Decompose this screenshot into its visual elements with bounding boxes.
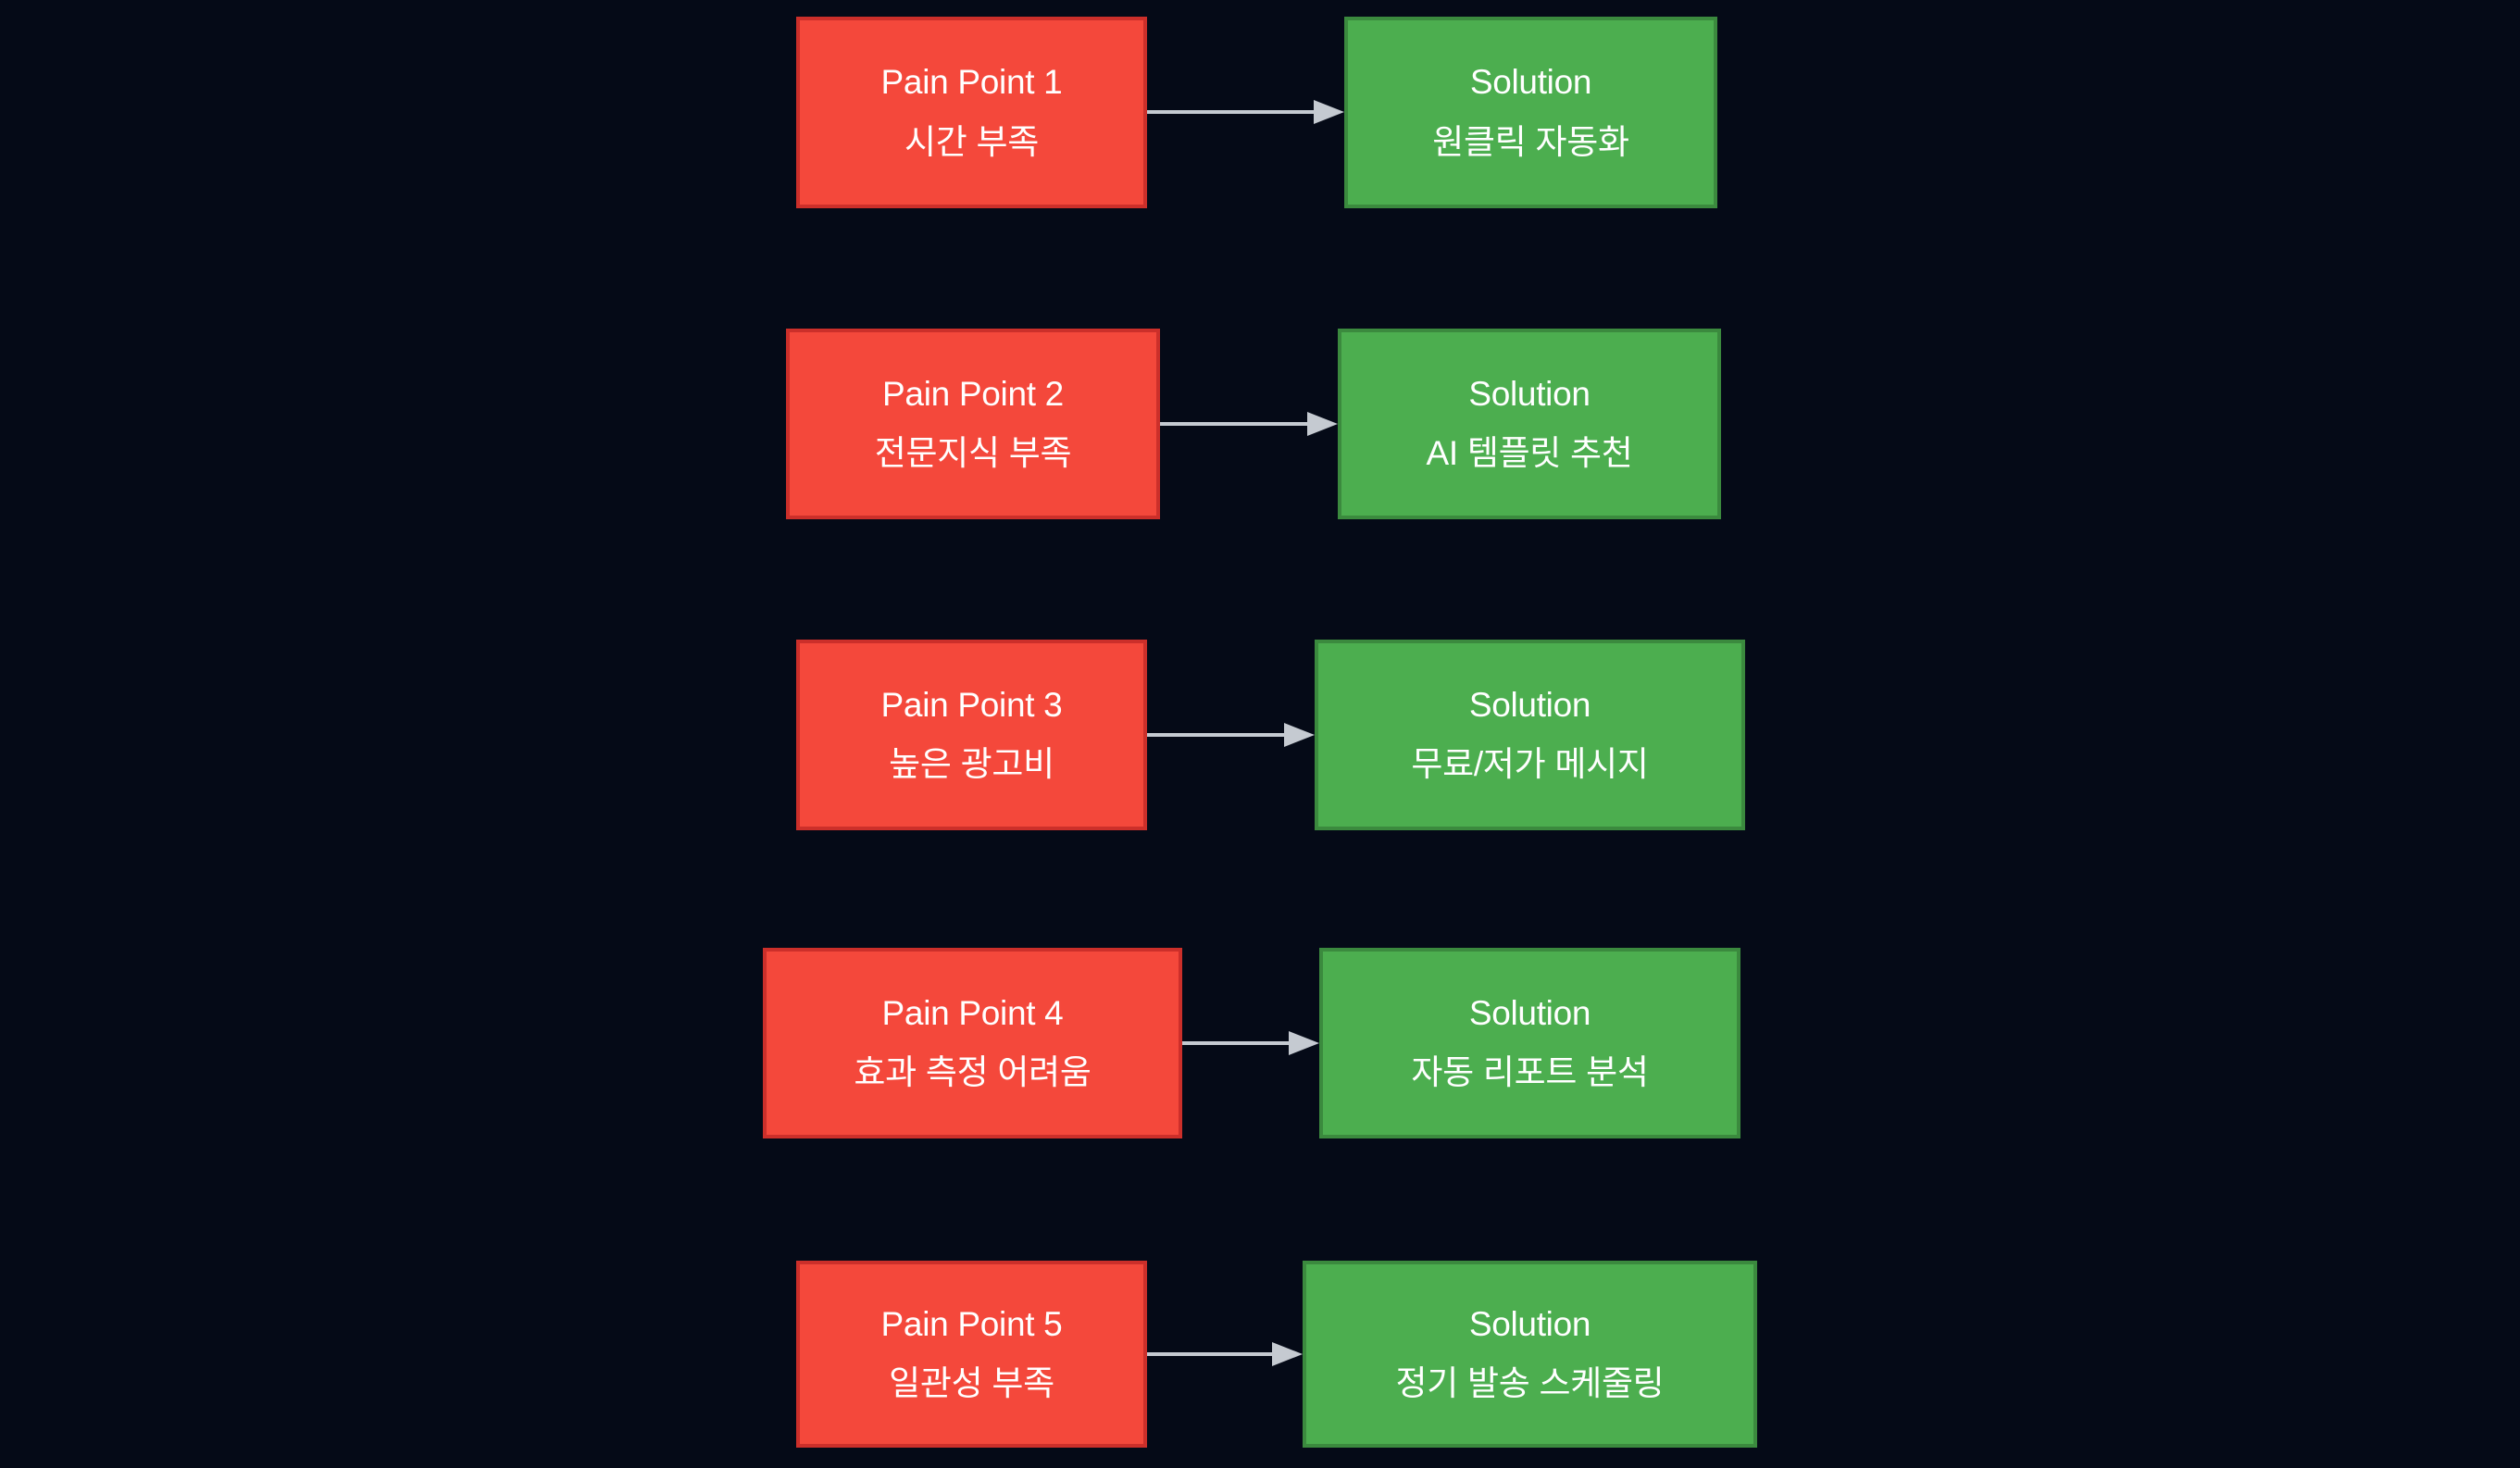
solution-box[interactable]: Solution AI 템플릿 추천 (1338, 329, 1721, 519)
flow-row: Pain Point 3 높은 광고비 Solution 무료/저가 메시지 (0, 640, 2520, 830)
solution-subtitle: 자동 리포트 분석 (1411, 1053, 1649, 1091)
pain-point-box[interactable]: Pain Point 2 전문지식 부족 (786, 329, 1160, 519)
flow-row: Pain Point 4 효과 측정 어려움 Solution 자동 리포트 분… (0, 948, 2520, 1138)
arrow-head-icon (1314, 100, 1344, 124)
pain-point-subtitle: 높은 광고비 (889, 745, 1054, 783)
solution-box[interactable]: Solution 정기 발송 스케줄링 (1303, 1261, 1757, 1448)
pain-point-box[interactable]: Pain Point 1 시간 부족 (796, 17, 1147, 208)
arrow-head-icon (1289, 1031, 1319, 1055)
pain-point-title: Pain Point 2 (882, 374, 1064, 413)
flow-arrow (1147, 723, 1315, 747)
solution-title: Solution (1468, 374, 1591, 413)
solution-title: Solution (1468, 1304, 1591, 1343)
solution-title: Solution (1468, 993, 1591, 1032)
pain-point-subtitle: 시간 부족 (904, 122, 1039, 161)
pain-point-box[interactable]: Pain Point 3 높은 광고비 (796, 640, 1147, 830)
solution-box[interactable]: Solution 원클릭 자동화 (1344, 17, 1717, 208)
flow-arrow (1147, 100, 1344, 124)
solution-title: Solution (1469, 63, 1592, 102)
pain-point-title: Pain Point 5 (880, 1304, 1063, 1343)
solution-box[interactable]: Solution 무료/저가 메시지 (1315, 640, 1745, 830)
pain-point-box[interactable]: Pain Point 4 효과 측정 어려움 (763, 948, 1182, 1138)
flow-row: Pain Point 5 일관성 부족 Solution 정기 발송 스케줄링 (0, 1261, 2520, 1448)
solution-box[interactable]: Solution 자동 리포트 분석 (1319, 948, 1740, 1138)
solution-subtitle: 정기 발송 스케줄링 (1395, 1364, 1665, 1402)
arrow-head-icon (1307, 412, 1338, 436)
solution-subtitle: 무료/저가 메시지 (1411, 745, 1649, 783)
pain-point-subtitle: 일관성 부족 (889, 1364, 1054, 1402)
pain-point-box[interactable]: Pain Point 5 일관성 부족 (796, 1261, 1147, 1448)
pain-point-title: Pain Point 1 (880, 63, 1063, 102)
pain-point-subtitle: 전문지식 부족 (874, 434, 1072, 472)
flow-arrow (1147, 1342, 1303, 1366)
flow-row: Pain Point 2 전문지식 부족 Solution AI 템플릿 추천 (0, 329, 2520, 519)
pain-point-subtitle: 효과 측정 어려움 (854, 1053, 1092, 1091)
solution-subtitle: 원클릭 자동화 (1432, 122, 1629, 161)
pain-point-title: Pain Point 3 (880, 685, 1063, 724)
solution-title: Solution (1468, 685, 1591, 724)
solution-subtitle: AI 템플릿 추천 (1426, 434, 1633, 472)
arrow-head-icon (1284, 723, 1315, 747)
flow-arrow (1160, 412, 1338, 436)
flow-arrow (1182, 1031, 1319, 1055)
pain-point-title: Pain Point 4 (881, 993, 1064, 1032)
flow-row: Pain Point 1 시간 부족 Solution 원클릭 자동화 (0, 17, 2520, 208)
arrow-head-icon (1272, 1342, 1303, 1366)
